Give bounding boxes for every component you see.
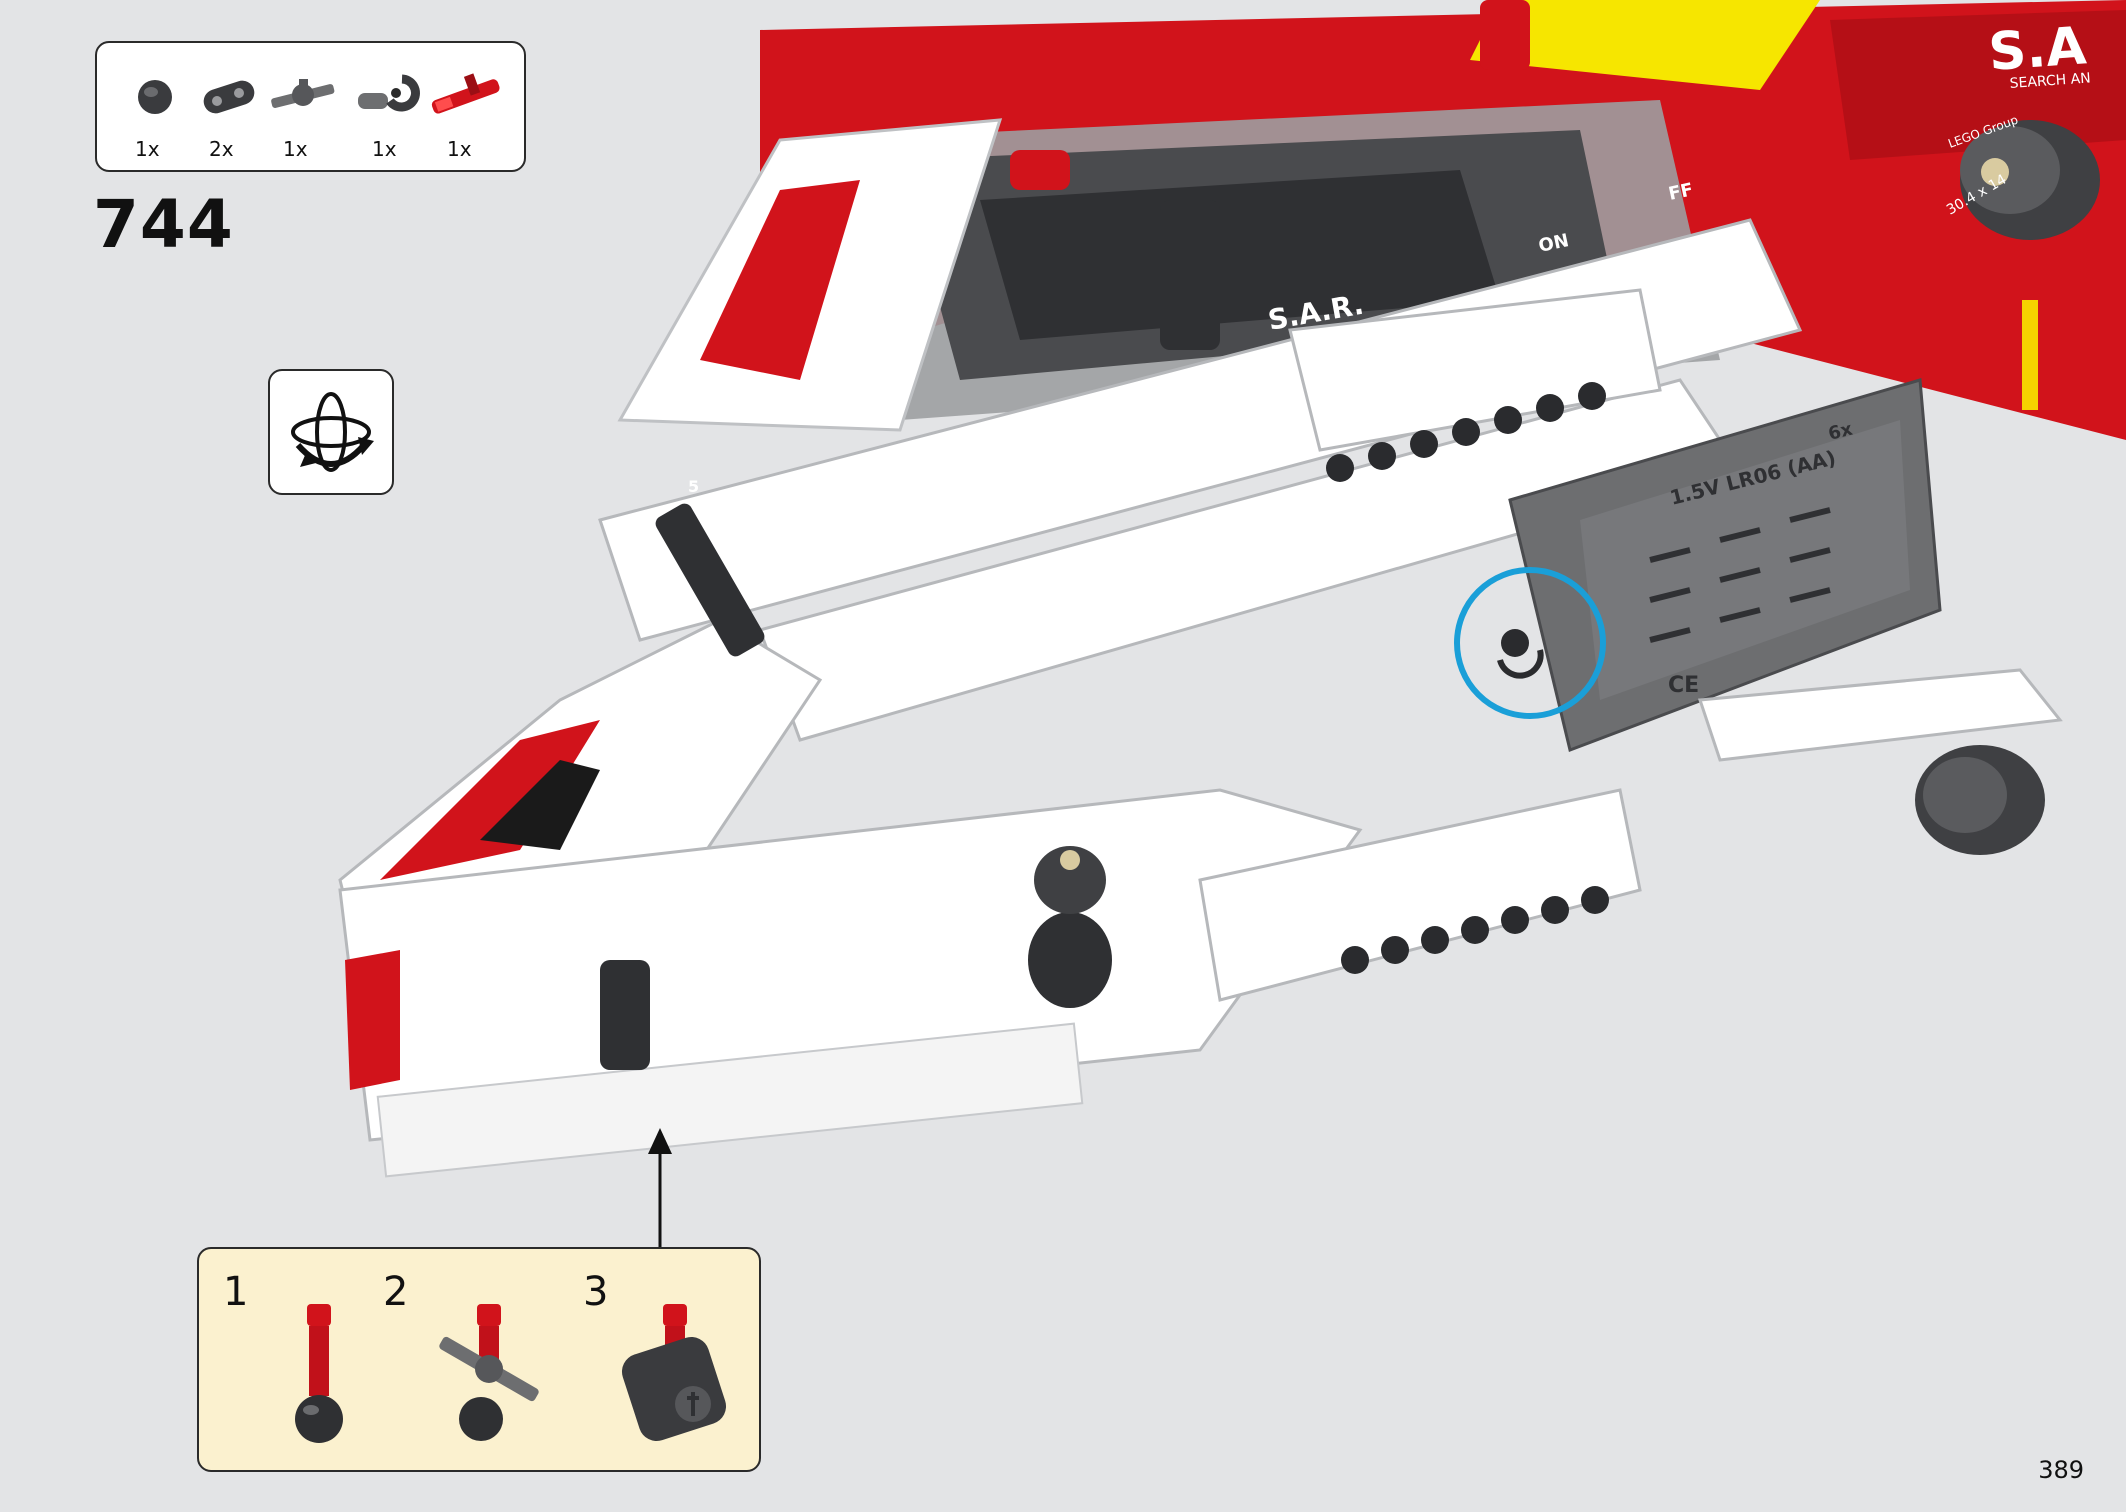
page-number: 389 (2038, 1456, 2084, 1484)
part-item: 1x (115, 57, 195, 167)
rotate-hint (268, 369, 394, 495)
yellow-stripe (1470, 0, 1820, 90)
part-item: 1x (427, 57, 507, 167)
step-number: 744 (93, 186, 234, 263)
axle-joint-icon (271, 79, 335, 108)
round-cap-icon (138, 80, 172, 114)
sub-assembly-callout: 1 2 3 (197, 1247, 761, 1472)
beam-connector-icon (203, 80, 255, 114)
part-qty: 1x (372, 137, 397, 161)
sub-step-1-illustration (295, 1304, 343, 1443)
part-qty: 1x (447, 137, 472, 161)
search-text: SEARCH AN (2009, 70, 2091, 92)
tire-right-top (1960, 120, 2100, 240)
studded-beam-holes (1341, 886, 1609, 974)
sub-step-number: 3 (583, 1269, 609, 1315)
parts-list: 1x 2x 1x 1x 1x (95, 41, 526, 172)
part-item: 2x (189, 57, 269, 167)
tire-front (1028, 846, 1112, 1008)
cockpit-window (480, 760, 600, 850)
part-qty: 2x (209, 137, 234, 161)
sub-step-number: 1 (223, 1269, 249, 1315)
part-item: 1x (263, 57, 343, 167)
sub-step-number: 2 (383, 1269, 409, 1315)
rotate-model-icon (291, 392, 374, 472)
part-qty: 1x (135, 137, 160, 161)
off-label: FF (1667, 179, 1695, 205)
pointer-arrow-icon (648, 1128, 672, 1250)
hook-connector-icon (358, 74, 420, 112)
part-qty: 1x (283, 137, 308, 161)
number-five: 5 (688, 477, 699, 496)
ce-mark: CE (1668, 673, 1699, 698)
part-item: 1x (352, 57, 432, 167)
sar-tail-text: S.A (1987, 16, 2088, 83)
red-pin-icon (431, 73, 500, 114)
sub-step-3-illustration (621, 1304, 727, 1442)
highlight-circle (1454, 567, 1606, 719)
sub-step-2-illustration (439, 1304, 539, 1441)
